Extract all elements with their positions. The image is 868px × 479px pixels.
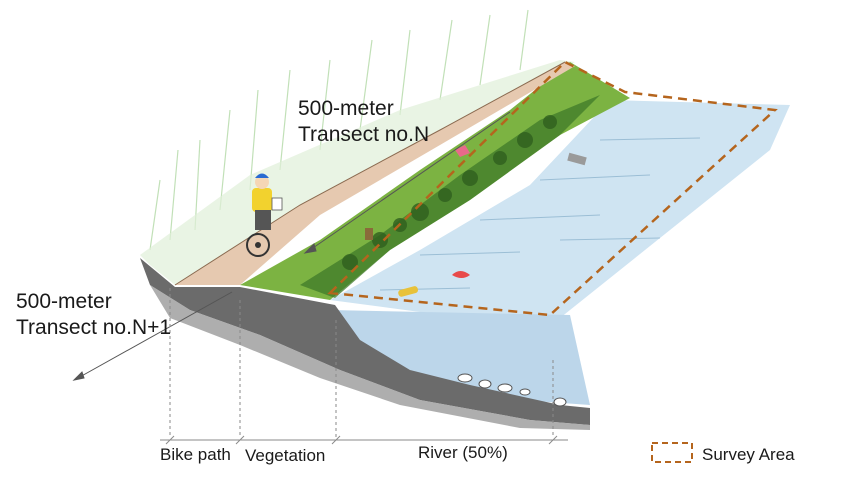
transect-n-length: 500-meter [298,97,394,120]
survey-area-legend-swatch [651,442,693,463]
river-water [330,100,790,318]
transect-n-name: Transect no.N [298,123,430,146]
cyclist [246,173,283,257]
survey-area-legend-label: Survey Area [702,445,795,464]
bike-path-label: Bike path [160,445,231,464]
zone-dimension-lines [160,288,568,445]
transect-n-plus-1-length: 500-meter [16,290,112,313]
bike-path [175,62,575,285]
transect-n-label: 500-meter Transect no.N [298,96,429,148]
vegetation-label: Vegetation [245,446,326,465]
litter [365,145,587,297]
vegetation-strip [240,62,630,300]
transect-arrow-n-plus-1 [72,291,233,381]
river-label: River (50%) [418,443,508,462]
transect-n-plus-1-label: 500-meter Transect no.N+1 [16,289,171,341]
riverbank-soil [140,258,590,425]
survey-area-outline [327,60,778,317]
transect-n-plus-1-name: Transect no.N+1 [16,316,172,339]
transect-arrow-n [303,111,511,254]
